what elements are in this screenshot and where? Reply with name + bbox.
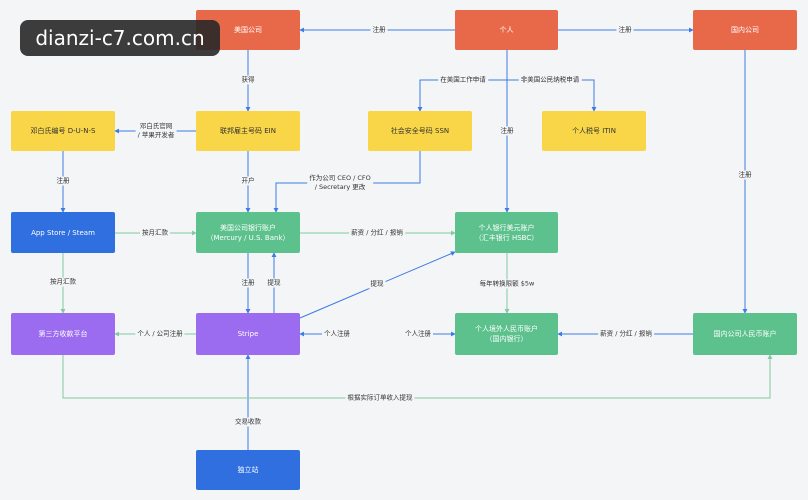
label-register-domestic: 注册 bbox=[616, 25, 634, 35]
edge-third-party-to-domestic bbox=[62, 354, 773, 399]
label-obtain: 获得 bbox=[239, 75, 257, 85]
node-domestic-company-label: 国内公司 bbox=[731, 26, 759, 34]
node-third-party-label: 第三方收款平台 bbox=[38, 330, 88, 338]
label-register-duns: 注册 bbox=[54, 176, 72, 186]
node-personal-fx-label: 个人境外人民币账户 bbox=[475, 325, 538, 333]
node-ssn-label: 社会安全号码 SSN bbox=[390, 127, 450, 135]
label-open-account: 开户 bbox=[239, 176, 257, 186]
node-us-company-label: 美国公司 bbox=[234, 26, 262, 34]
node-itin-label: 个人税号 ITIN bbox=[572, 127, 616, 135]
node-duns: 邓白氏编号 D-U-N-S bbox=[11, 111, 115, 151]
node-independent-site-label: 独立站 bbox=[237, 466, 259, 474]
node-ein: 联邦雇主号码 EIN bbox=[196, 111, 300, 151]
node-domestic-company: 国内公司 bbox=[693, 10, 797, 50]
label-ceo-change: 作为公司 CEO / CFO/ Secretary 更改 bbox=[307, 174, 373, 192]
node-us-bank-label: 美国公司银行账户 bbox=[220, 223, 276, 232]
node-appstore-label: App Store / Steam bbox=[31, 228, 95, 237]
node-ein-label: 联邦雇主号码 EIN bbox=[220, 127, 276, 135]
node-ssn: 社会安全号码 SSN bbox=[368, 111, 472, 151]
label-personal-register-2: 个人注册 bbox=[403, 329, 433, 339]
label-personal-register-1: 个人注册 bbox=[322, 329, 352, 339]
watermark-banner: dianzi-c7.com.cn bbox=[20, 20, 220, 56]
node-appstore: App Store / Steam bbox=[11, 212, 115, 253]
label-register-individual: 注册 bbox=[498, 126, 516, 136]
node-personal-bank-label: 个人银行美元账户 bbox=[478, 223, 535, 232]
label-work-apply: 在美国工作申请 bbox=[438, 75, 488, 85]
label-register-uscompany: 注册 bbox=[370, 25, 388, 35]
label-salary-1: 薪资 / 分红 / 报销 bbox=[349, 228, 405, 238]
node-stripe: Stripe bbox=[196, 313, 300, 355]
node-stripe-label: Stripe bbox=[237, 330, 259, 338]
node-individual: 个人 bbox=[455, 10, 558, 50]
label-ceo-line2: / Secretary 更改 bbox=[314, 183, 366, 191]
node-domestic-account: 国内公司人民币账户 bbox=[693, 313, 797, 355]
label-duns-apply-line2: / 苹果开发者 bbox=[137, 131, 175, 139]
edge-to-itin bbox=[507, 79, 597, 112]
node-individual-label: 个人 bbox=[499, 26, 514, 34]
label-quota: 每年转换限额 $5w bbox=[477, 279, 537, 289]
label-salary-2: 薪资 / 分红 / 报销 bbox=[598, 329, 654, 339]
label-transaction: 交易收款 bbox=[233, 417, 263, 427]
node-itin: 个人税号 ITIN bbox=[542, 111, 646, 151]
label-actual-order: 根据实际订单收入提现 bbox=[345, 393, 415, 403]
node-duns-label: 邓白氏编号 D-U-N-S bbox=[30, 127, 96, 135]
node-us-bank-sublabel: （Mercury / U.S. Bank） bbox=[206, 233, 290, 242]
label-duns-apply: 邓白氏官网/ 苹果开发者 bbox=[135, 122, 177, 140]
label-personal-company-register: 个人 / 公司注册 bbox=[135, 329, 185, 339]
node-personal-bank-sublabel: （汇丰银行 HSBC） bbox=[474, 233, 539, 242]
label-withdraw-1: 提现 bbox=[265, 278, 283, 288]
node-third-party: 第三方收款平台 bbox=[11, 313, 115, 355]
node-independent-site: 独立站 bbox=[196, 450, 300, 490]
edge-to-ssn bbox=[417, 79, 507, 112]
label-monthly-remit: 按月汇款 bbox=[140, 228, 170, 238]
label-nonresident-apply: 非美国公民纳税申请 bbox=[518, 75, 582, 85]
node-domestic-account-label: 国内公司人民币账户 bbox=[713, 330, 777, 338]
label-withdraw-2: 提现 bbox=[368, 279, 386, 289]
node-personal-fx-sublabel: （国内银行） bbox=[485, 335, 528, 343]
node-us-bank: 美国公司银行账户（Mercury / U.S. Bank） bbox=[196, 212, 300, 253]
label-duns-apply-line1: 邓白氏官网 bbox=[139, 122, 173, 130]
label-ceo-line1: 作为公司 CEO / CFO bbox=[309, 174, 371, 182]
label-register-stripe: 注册 bbox=[239, 278, 257, 288]
node-personal-bank: 个人银行美元账户（汇丰银行 HSBC） bbox=[455, 212, 558, 253]
label-register-domestic-account: 注册 bbox=[736, 170, 754, 180]
label-monthly-remit-2: 按月汇款 bbox=[48, 277, 78, 287]
node-personal-fx: 个人境外人民币账户 （国内银行） bbox=[455, 313, 558, 355]
